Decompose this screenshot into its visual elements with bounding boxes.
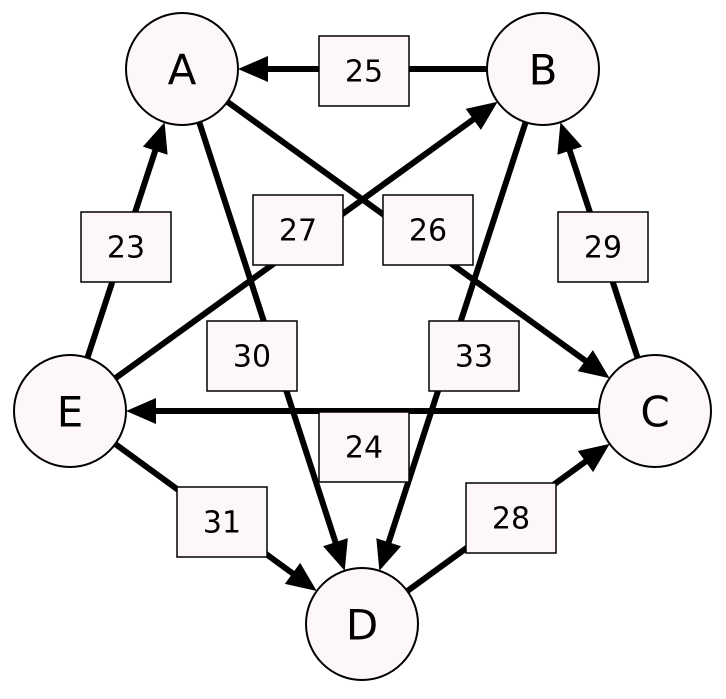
weight-label-b-to-d: 33 xyxy=(428,320,520,392)
weight-text-d-to-c: 28 xyxy=(492,502,530,537)
node-d: D xyxy=(305,567,419,681)
weight-text-a-to-d: 30 xyxy=(233,340,271,375)
weight-label-c-to-e: 24 xyxy=(318,411,410,483)
node-e: E xyxy=(13,354,127,468)
weight-box-a-to-c xyxy=(382,194,474,266)
weight-text-b-to-d: 33 xyxy=(455,340,493,375)
arrowhead-c-to-e xyxy=(126,398,156,424)
weight-box-c-to-e xyxy=(318,411,410,483)
node-b: B xyxy=(486,12,600,126)
weight-label-b-to-a: 25 xyxy=(318,35,410,107)
nodes-layer: A B C D E xyxy=(13,12,712,681)
weight-text-c-to-b: 29 xyxy=(584,231,622,266)
arrowhead-a-to-c xyxy=(577,350,610,379)
weight-text-b-to-a: 25 xyxy=(345,55,383,90)
weight-text-a-to-c: 26 xyxy=(409,214,447,249)
weight-label-a-to-d: 30 xyxy=(206,320,298,392)
node-circle-c xyxy=(598,354,712,468)
weight-box-e-to-b xyxy=(252,194,344,266)
weight-box-b-to-a xyxy=(318,35,410,107)
weight-box-e-to-a xyxy=(80,211,172,283)
arrowhead-e-to-b xyxy=(465,101,498,130)
weight-text-c-to-e: 24 xyxy=(345,431,383,466)
node-label-c: C xyxy=(640,388,669,437)
weight-text-e-to-d: 31 xyxy=(203,506,241,541)
weight-label-e-to-a: 23 xyxy=(80,211,172,283)
weight-label-e-to-b: 27 xyxy=(252,194,344,266)
arrowhead-e-to-d xyxy=(284,562,317,591)
arrowhead-d-to-c xyxy=(577,443,610,473)
weight-box-c-to-b xyxy=(557,211,649,283)
weight-label-d-to-c: 28 xyxy=(465,482,557,554)
weight-box-e-to-d xyxy=(176,486,268,558)
arrowhead-c-to-b xyxy=(557,122,583,155)
weight-label-a-to-c: 26 xyxy=(382,194,474,266)
node-label-e: E xyxy=(57,388,84,437)
arrowhead-b-to-d xyxy=(376,538,402,571)
weight-label-e-to-d: 31 xyxy=(176,486,268,558)
node-c: C xyxy=(598,354,712,468)
node-label-a: A xyxy=(168,46,197,95)
node-label-d: D xyxy=(346,601,378,650)
node-circle-a xyxy=(125,12,239,126)
node-circle-d xyxy=(305,567,419,681)
node-circle-e xyxy=(13,354,127,468)
weight-label-c-to-b: 29 xyxy=(557,211,649,283)
arrowhead-b-to-a xyxy=(238,56,268,82)
node-a: A xyxy=(125,12,239,126)
weight-box-d-to-c xyxy=(465,482,557,554)
arrowhead-e-to-a xyxy=(142,122,168,155)
weight-text-e-to-a: 23 xyxy=(107,231,145,266)
weight-text-e-to-b: 27 xyxy=(279,214,317,249)
weight-box-a-to-d xyxy=(206,320,298,392)
edge-weights-layer: 25 26 27 23 29 30 33 24 31 28 xyxy=(80,35,649,558)
arrowhead-a-to-d xyxy=(323,538,348,571)
node-label-b: B xyxy=(529,46,558,95)
node-circle-b xyxy=(486,12,600,126)
edge-c-to-e xyxy=(126,398,599,424)
weight-box-b-to-d xyxy=(428,320,520,392)
